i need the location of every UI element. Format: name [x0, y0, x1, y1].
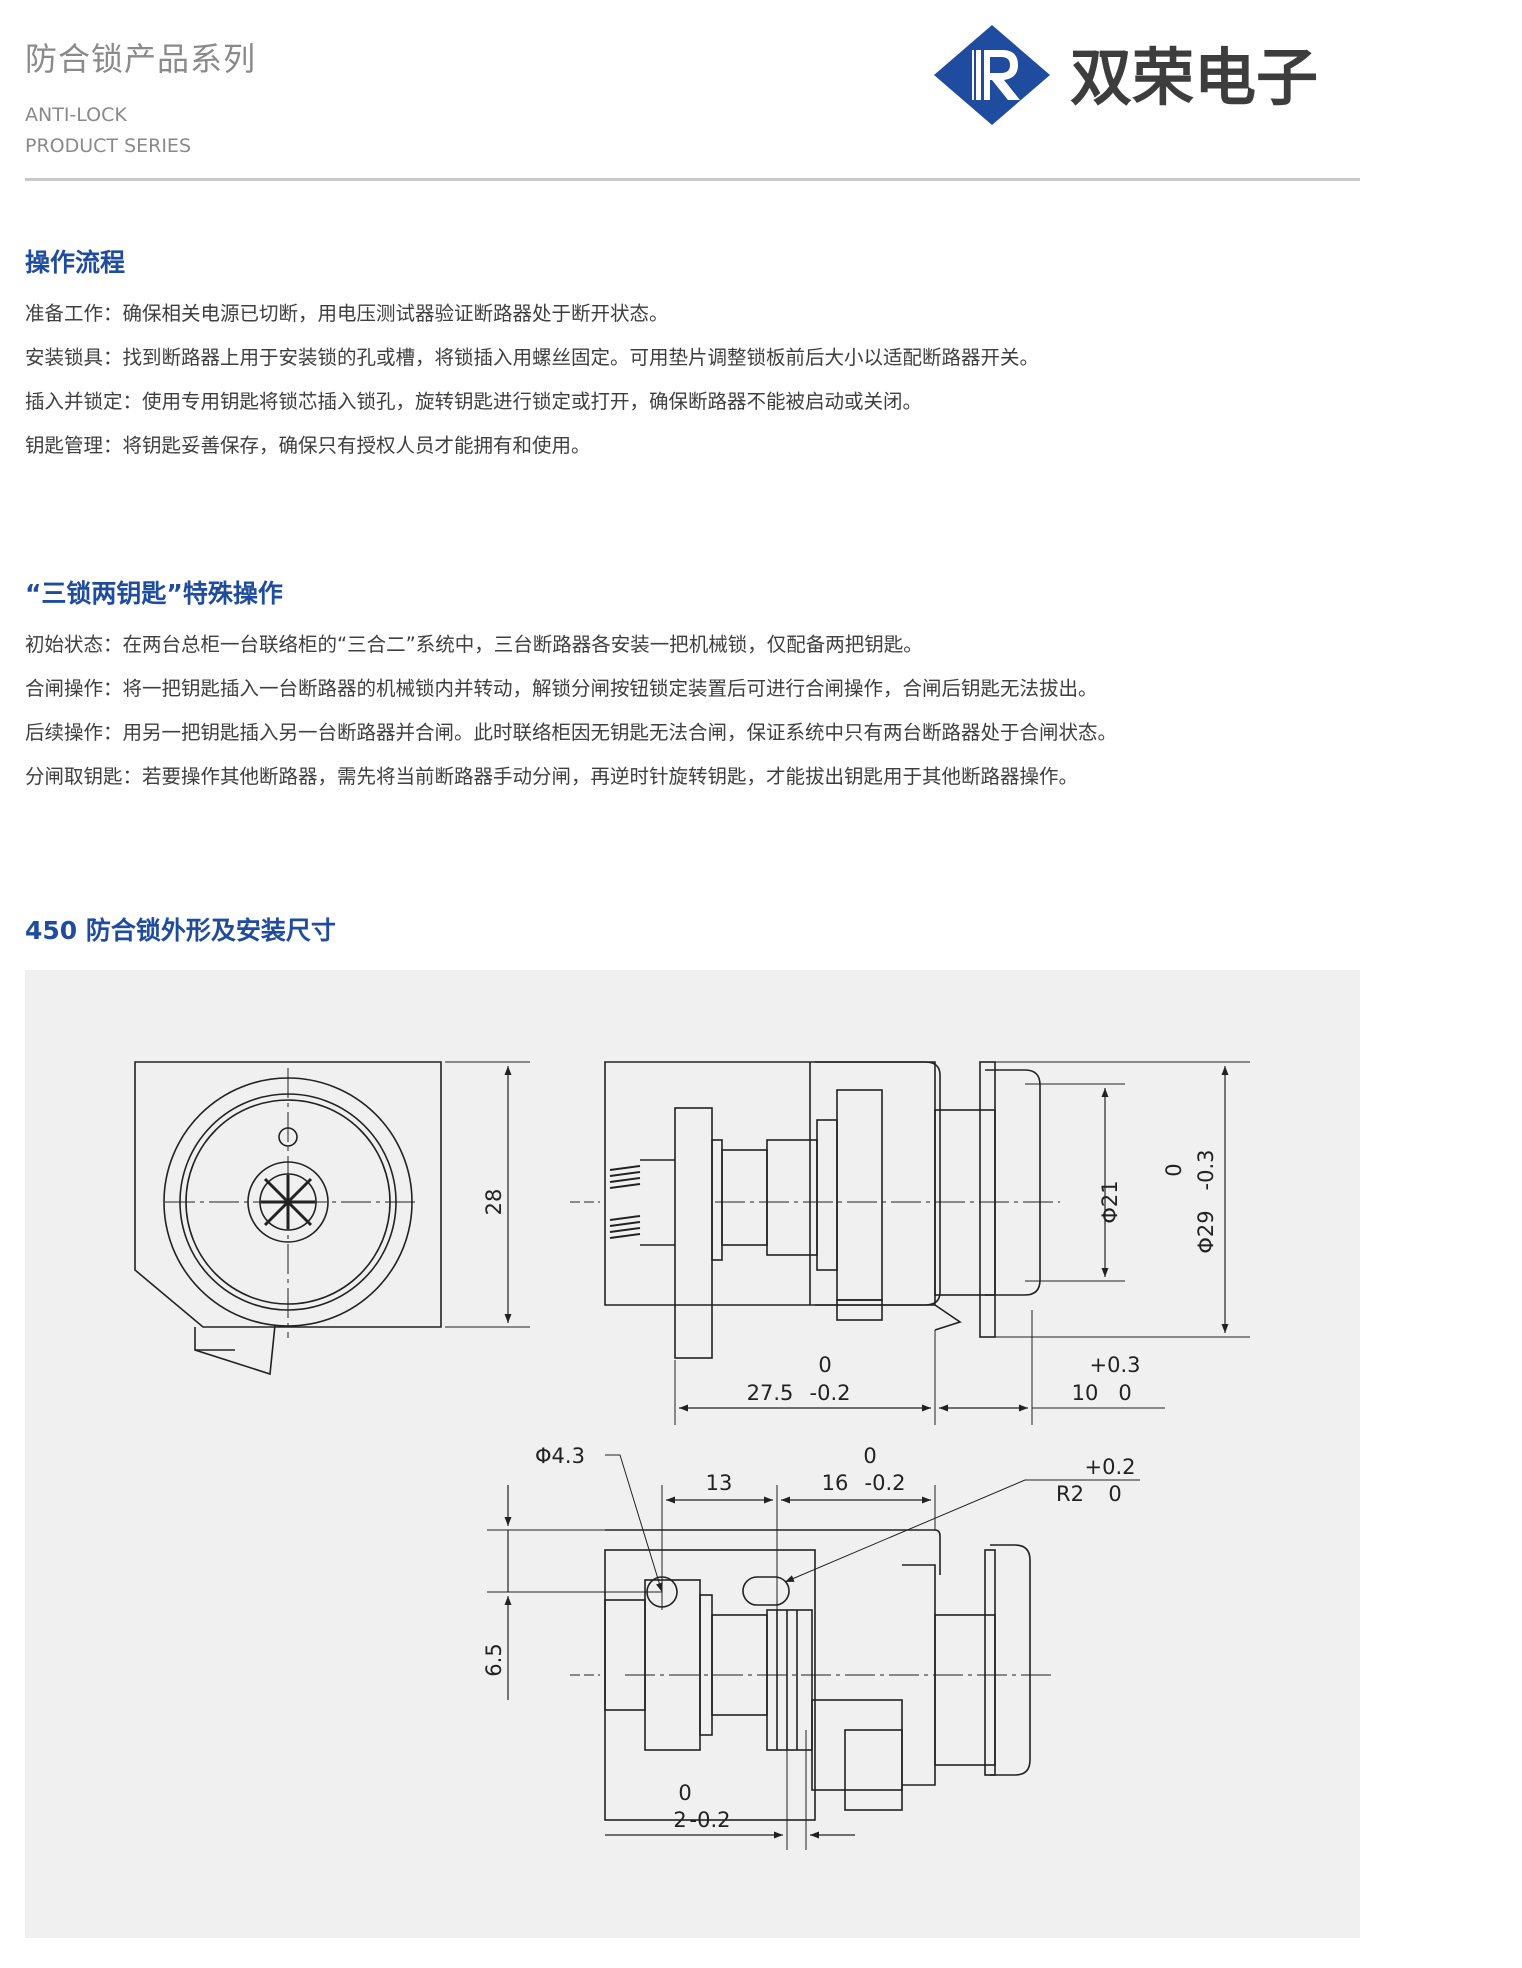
dim-r2-tol-lower: 0	[1108, 1482, 1121, 1506]
brand-name: 双荣电子	[1070, 41, 1318, 114]
side-view: Φ21 Φ29 -0.3 0 27.5 -0.2 0 10 0 +0.3	[570, 1061, 1250, 1425]
section-title-dimensions: 450 防合锁外形及安装尺寸	[25, 916, 336, 945]
paragraph-line: 插入并锁定：使用专用钥匙将锁芯插入锁孔，旋转钥匙进行锁定或打开，确保断路器不能被…	[25, 390, 923, 413]
dim-phi29: Φ29	[1194, 1210, 1218, 1253]
dim-r2-tol-upper: +0.2	[1085, 1455, 1136, 1479]
paragraph-line: 合闸操作：将一把钥匙插入一台断路器的机械锁内并转动，解锁分闸按钮锁定装置后可进行…	[25, 677, 1098, 700]
header-divider	[25, 178, 1360, 181]
dim-phi29-tol-lower: -0.3	[1194, 1150, 1218, 1191]
dim-13: 13	[706, 1471, 733, 1495]
dimension-drawing-svg: 28	[134, 1061, 1250, 1850]
series-title-cn: 防合锁产品系列	[25, 40, 257, 78]
dim-2: 2	[673, 1808, 686, 1832]
paragraph-line: 钥匙管理：将钥匙妥善保存，确保只有授权人员才能拥有和使用。	[25, 434, 591, 457]
dim-10: 10	[1072, 1381, 1099, 1405]
dim-2-tol-upper: 0	[678, 1781, 691, 1805]
dim-27-5-tol-upper: 0	[818, 1353, 831, 1377]
paragraph-line: 初始状态：在两台总柜一台联络柜的“三合二”系统中，三台断路器各安装一把机械锁，仅…	[25, 633, 923, 656]
dim-r2: R2	[1056, 1482, 1084, 1506]
section-title-operation: 操作流程	[25, 248, 126, 277]
dim-2-tol-lower: -0.2	[690, 1808, 731, 1832]
paragraph-line: 后续操作：用另一把钥匙插入另一台断路器并合闸。此时联络柜因无钥匙无法合闸，保证系…	[25, 721, 1118, 744]
brand-logo: 双荣电子	[934, 25, 1364, 130]
dim-10-tol-lower: 0	[1118, 1381, 1131, 1405]
dim-27-5-tol-lower: -0.2	[810, 1381, 851, 1405]
dim-16-tol-lower: -0.2	[865, 1471, 906, 1495]
dim-phi21: Φ21	[1098, 1180, 1122, 1223]
brand-logo-icon: 双荣电子	[934, 25, 1318, 125]
dim-phi4-3: Φ4.3	[535, 1444, 585, 1468]
dim-28: 28	[482, 1189, 506, 1216]
section-title-special: “三锁两钥匙”特殊操作	[25, 579, 283, 608]
dim-6-5: 6.5	[482, 1643, 506, 1676]
top-view: 13 16 -0.2 0 Φ4.3 R2 0 +0.2 6.5 2 -	[482, 1444, 1140, 1850]
dim-27-5: 27.5	[747, 1381, 794, 1405]
paragraph-line: 准备工作：确保相关电源已切断，用电压测试器验证断路器处于断开状态。	[25, 302, 669, 325]
dimension-drawing: 28	[25, 970, 1360, 1938]
series-title-en-line2: PRODUCT SERIES	[25, 135, 191, 157]
paragraph-line: 分闸取钥匙：若要操作其他断路器，需先将当前断路器手动分闸，再逆时针旋转钥匙，才能…	[25, 765, 1079, 788]
dim-16-tol-upper: 0	[863, 1444, 876, 1468]
dim-16: 16	[822, 1471, 849, 1495]
series-title-en-line1: ANTI-LOCK	[25, 104, 127, 126]
paragraph-line: 安装锁具：找到断路器上用于安装锁的孔或槽，将锁插入用螺丝固定。可用垫片调整锁板前…	[25, 346, 1040, 369]
dim-phi29-tol-upper: 0	[1162, 1163, 1186, 1176]
series-title-en: ANTI-LOCK PRODUCT SERIES	[25, 100, 191, 162]
front-view: 28	[134, 1061, 530, 1376]
dim-10-tol-upper: +0.3	[1090, 1353, 1141, 1377]
